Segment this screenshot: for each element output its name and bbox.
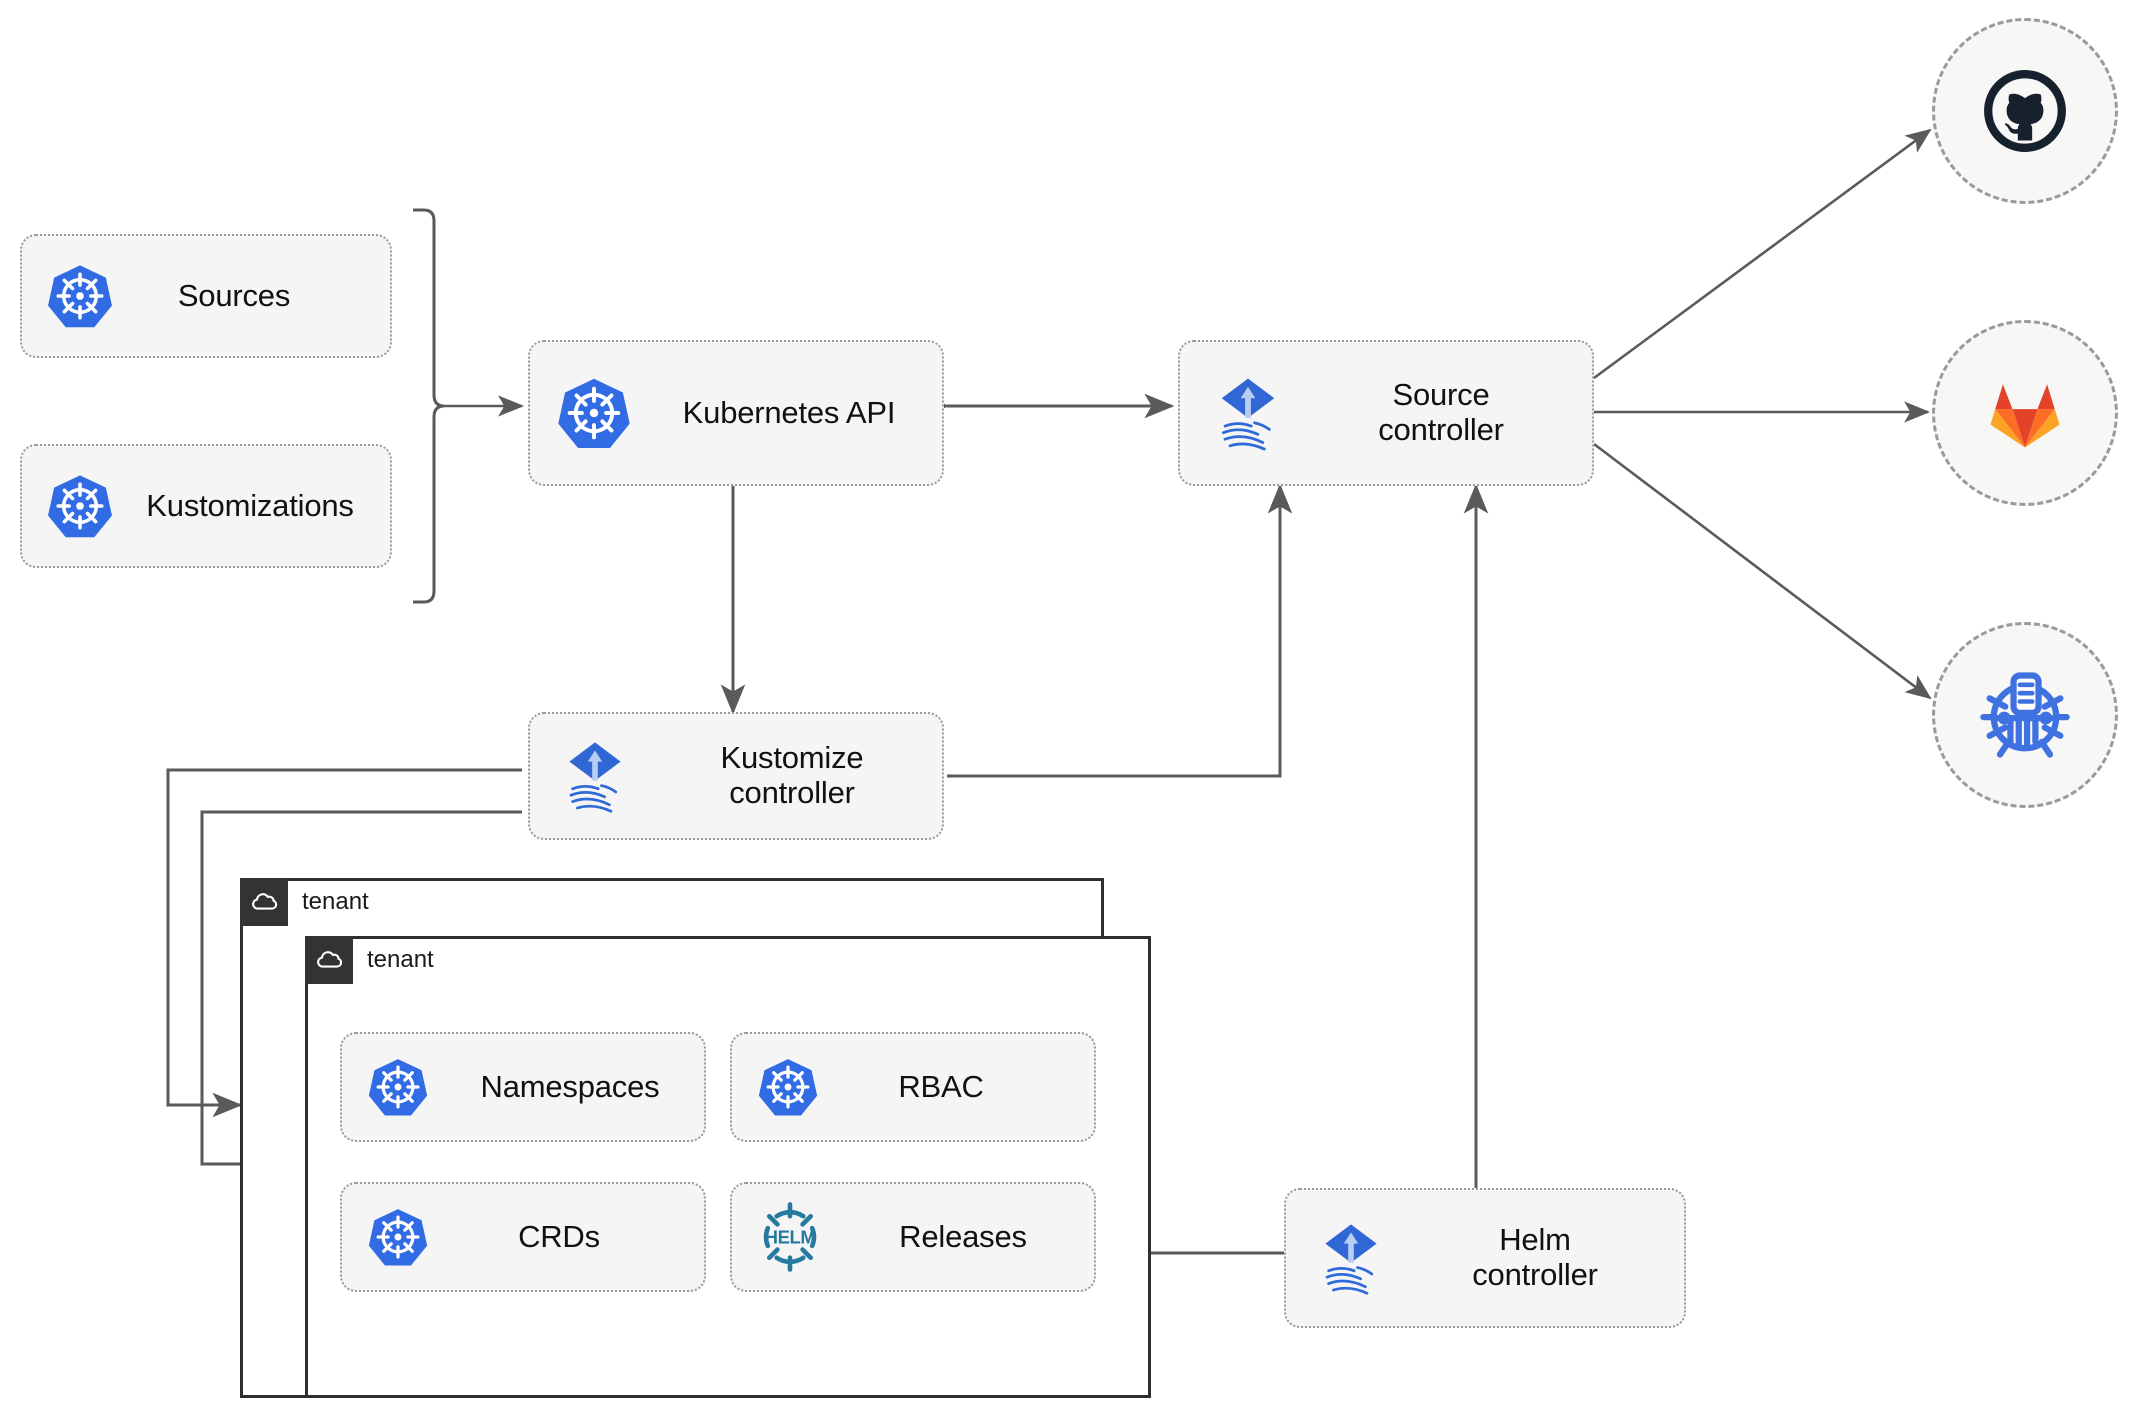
gitlab-icon	[1990, 384, 2060, 448]
node-kustomizations[interactable]: Kustomizations	[20, 444, 392, 568]
external-helm-repository[interactable]	[1932, 622, 2118, 808]
node-kubernetes-api[interactable]: Kubernetes API	[528, 340, 944, 486]
node-namespaces-label: Namespaces	[480, 1068, 660, 1104]
node-kustomize-controller-label: Kustomize controller	[720, 740, 864, 810]
external-github[interactable]	[1932, 18, 2118, 204]
node-rbac-label: RBAC	[898, 1068, 984, 1104]
node-source-controller[interactable]: Source controller	[1178, 340, 1594, 486]
edge-source-to-github	[1593, 128, 1932, 380]
node-rbac[interactable]: RBAC	[730, 1032, 1096, 1142]
node-sources-label: Sources	[177, 277, 291, 313]
tenant-group-inner: tenant	[305, 936, 1151, 1398]
edge-kustomize-to-source	[947, 483, 1293, 778]
kubernetes-icon	[342, 1056, 454, 1118]
node-kustomize-controller[interactable]: Kustomize controller	[528, 712, 944, 840]
node-namespaces[interactable]: Namespaces	[340, 1032, 706, 1142]
node-sources[interactable]: Sources	[20, 234, 392, 358]
kubernetes-icon	[22, 472, 138, 540]
kubernetes-icon	[342, 1206, 454, 1268]
helm-icon: HELM	[732, 1200, 848, 1274]
external-gitlab[interactable]	[1932, 320, 2118, 506]
node-releases[interactable]: HELM Releases	[730, 1182, 1096, 1292]
cloud-icon	[305, 936, 353, 984]
helm-chart-repository-icon	[1980, 672, 2070, 758]
node-crds-label: CRDs	[518, 1218, 600, 1254]
node-helm-controller-label: Helm controller	[1472, 1222, 1598, 1292]
node-crds[interactable]: CRDs	[340, 1182, 706, 1292]
node-kustomizations-label: Kustomizations	[146, 487, 354, 523]
node-source-controller-label: Source controller	[1378, 377, 1504, 447]
kubernetes-icon	[530, 375, 658, 451]
svg-text:HELM: HELM	[765, 1227, 816, 1248]
node-kubernetes-api-label: Kubernetes API	[682, 394, 896, 430]
flux-icon	[530, 736, 660, 816]
cloud-icon	[240, 878, 288, 926]
edge-bracket-sources	[413, 208, 445, 604]
tenant-outer-header: tenant	[240, 878, 369, 926]
node-helm-controller[interactable]: Helm controller	[1284, 1188, 1686, 1328]
tenant-inner-label: tenant	[367, 946, 434, 973]
tenant-inner-header: tenant	[305, 936, 434, 984]
kubernetes-icon	[22, 262, 138, 330]
kubernetes-icon	[732, 1056, 844, 1118]
tenant-outer-label: tenant	[302, 888, 369, 915]
edge-source-to-helmrepo	[1593, 442, 1932, 700]
github-icon	[1984, 70, 2066, 152]
flux-icon	[1286, 1218, 1416, 1298]
node-releases-label: Releases	[899, 1218, 1027, 1254]
flux-icon	[1180, 372, 1316, 454]
